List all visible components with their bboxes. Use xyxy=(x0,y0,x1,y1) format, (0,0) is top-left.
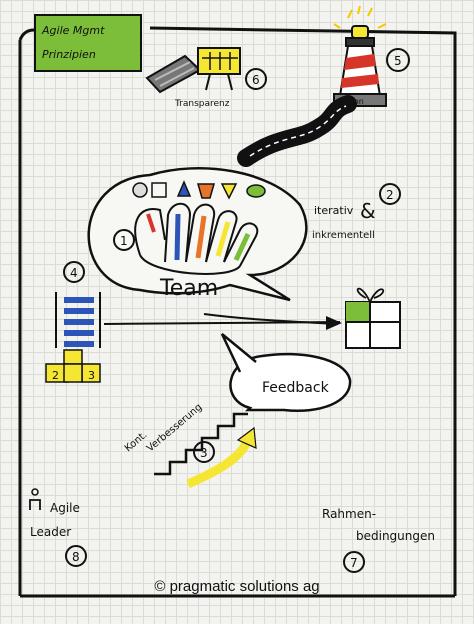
number-circle-6 xyxy=(245,68,267,90)
road-centerline xyxy=(249,105,347,157)
improvement-arrow xyxy=(186,437,253,489)
number-circle-5 xyxy=(386,48,410,72)
number-circle-2 xyxy=(379,183,401,205)
iterativ-label: iterativ xyxy=(314,204,354,217)
podium-icon xyxy=(45,349,101,383)
number-7: 7 xyxy=(350,556,358,570)
number-circle-8 xyxy=(65,545,87,567)
team-bubble xyxy=(87,167,308,302)
leader-person-icon xyxy=(29,488,41,510)
vision-lighthouse-icon xyxy=(333,5,387,107)
improvement-arrowhead-icon xyxy=(236,426,257,449)
title-line-1: Agile Mgmt xyxy=(42,24,105,37)
podium-3: 3 xyxy=(88,369,95,382)
frame-top-right xyxy=(149,26,457,596)
title-line-2: Prinzipien xyxy=(42,48,96,61)
arrowhead-icon xyxy=(326,316,342,330)
feedback-bubble xyxy=(229,352,352,412)
transparenz-label: Transparenz xyxy=(174,99,230,109)
kont-label: Kont. xyxy=(123,429,150,454)
inkrementell-label: inkrementell xyxy=(312,230,375,241)
team-hand-fingers xyxy=(134,202,259,275)
number-circle-1 xyxy=(113,229,135,251)
frame-left-top xyxy=(18,28,35,41)
feedback-bubble-tail xyxy=(220,333,257,373)
bedingungen-label: bedingungen xyxy=(356,529,435,543)
backlog-icon xyxy=(55,292,101,348)
team-label: Team xyxy=(159,276,218,301)
feedback-label: Feedback xyxy=(262,380,330,396)
number-3: 3 xyxy=(200,446,208,460)
number-8: 8 xyxy=(72,550,80,564)
agile-label: Agile xyxy=(50,501,80,515)
podium-2: 2 xyxy=(52,369,59,382)
transparency-icon xyxy=(145,47,241,94)
number-6: 6 xyxy=(252,73,260,87)
number-5: 5 xyxy=(394,54,402,68)
number-1: 1 xyxy=(120,234,128,248)
role-symbols xyxy=(132,180,266,200)
iteration-arrow xyxy=(203,313,339,325)
copyright-text: © pragmatic solutions ag xyxy=(154,578,320,595)
rahmen-label: Rahmen- xyxy=(322,507,376,521)
title-box: Agile Mgmt Prinzipien xyxy=(34,14,142,72)
number-2: 2 xyxy=(386,188,394,202)
ampersand-label: & xyxy=(360,199,376,223)
number-4: 4 xyxy=(70,266,78,280)
number-circle-3 xyxy=(193,441,215,463)
improvement-stairs xyxy=(154,412,248,476)
number-circle-7 xyxy=(343,551,365,573)
leader-label: Leader xyxy=(30,525,71,539)
number-circle-4 xyxy=(63,261,85,283)
gift-icon xyxy=(345,287,401,349)
